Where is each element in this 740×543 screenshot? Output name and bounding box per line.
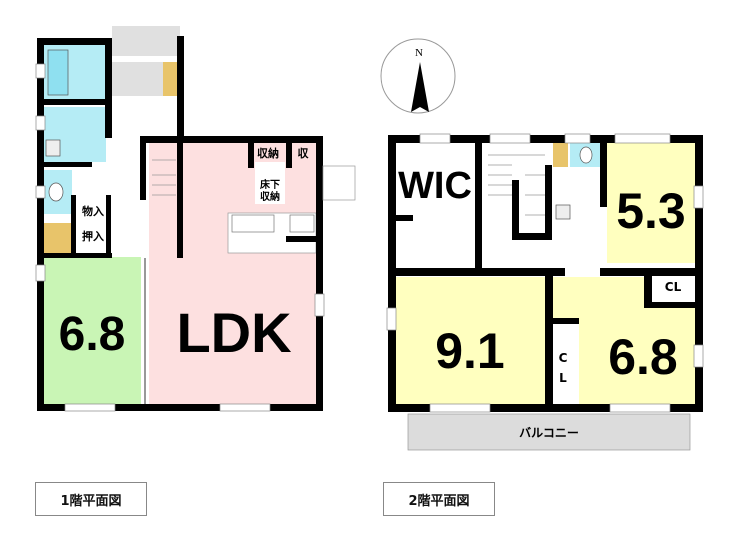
floor1-caption: 1階平面図 xyxy=(35,482,147,516)
bedroom-9-1 xyxy=(395,277,545,405)
floor2-plan: WIC 5.3 9.1 6.8 CL C L バルコニー xyxy=(386,133,704,451)
storage-label: 収納 xyxy=(257,146,279,160)
balcony-label: バルコニー xyxy=(519,426,579,440)
bedroom-5-3 xyxy=(607,143,695,263)
underfloor-label-2: 収納 xyxy=(260,190,280,203)
underfloor-storage xyxy=(255,162,285,204)
storage-2f xyxy=(553,143,568,167)
closet-label-cl2-c: C xyxy=(559,351,568,365)
north-arrow-icon xyxy=(411,62,429,112)
floor1-plan: 6.8 LDK 収納 収 床下 収納 物入 押入 xyxy=(35,26,356,412)
underfloor-label-1: 床下 xyxy=(260,178,280,191)
room-5-3-label: 5.3 xyxy=(616,183,686,239)
stairs-floor2 xyxy=(488,154,545,216)
closet-label: 物入 xyxy=(82,204,104,218)
compass-north-label: N xyxy=(415,47,423,59)
balcony xyxy=(407,413,691,451)
wic-label: WIC xyxy=(398,165,472,207)
room-9-1-label: 9.1 xyxy=(435,323,505,379)
stairs-floor1 xyxy=(152,159,176,196)
bedroom-6-8 xyxy=(553,277,695,405)
storage-label-2: 収 xyxy=(298,147,310,160)
toilet-icon-2f xyxy=(579,146,593,164)
closet-2 xyxy=(553,320,579,405)
japanese-room-label: 6.8 xyxy=(59,308,126,361)
entrance-floor xyxy=(112,62,164,96)
floor2-caption: 2階平面図 xyxy=(383,482,495,516)
bathtub-icon xyxy=(47,49,69,96)
sink-icon-2f xyxy=(555,204,571,220)
windows-floor1 xyxy=(35,63,325,412)
room-6-8-label: 6.8 xyxy=(608,329,678,385)
walls-floor1 xyxy=(37,36,323,411)
wic-room xyxy=(395,143,475,268)
under-stair-storage xyxy=(44,223,72,253)
walls-floor2 xyxy=(388,135,703,412)
shoe-storage xyxy=(163,62,177,96)
japanese-room xyxy=(43,257,141,407)
back-door xyxy=(322,165,356,201)
sink-icon xyxy=(45,139,61,157)
toilet-icon xyxy=(48,182,64,202)
closet-label-cl1: CL xyxy=(665,280,682,294)
porch xyxy=(112,26,180,56)
kitchen-sink-icon xyxy=(231,214,275,233)
ldk-room xyxy=(149,142,319,406)
stove-icon xyxy=(289,214,315,233)
compass: N xyxy=(380,38,456,114)
oshiire-label: 押入 xyxy=(82,229,104,243)
windows-floor2 xyxy=(386,133,704,413)
ldk-label: LDK xyxy=(176,301,291,364)
closet-label-cl2-l: L xyxy=(559,371,567,385)
